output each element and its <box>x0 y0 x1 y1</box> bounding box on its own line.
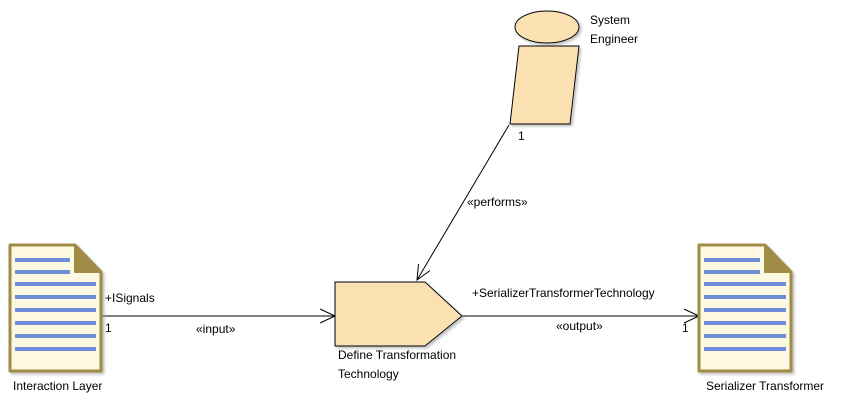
artifact-interaction-layer[interactable]: +ISignals 1 Interaction Layer <box>8 243 155 393</box>
input-label: «input» <box>196 322 236 336</box>
serializer-transformer-name: Serializer Transformer <box>706 379 824 393</box>
actor-name-line1: System <box>590 13 630 27</box>
performs-arrowhead <box>416 263 431 282</box>
task-name-line2: Technology <box>338 367 399 381</box>
task-shape <box>334 281 463 347</box>
artifact-serializer-transformer[interactable]: +SerializerTransformerTechnology 1 Seria… <box>472 243 824 393</box>
document-lines <box>15 258 96 351</box>
actor-head <box>514 10 580 44</box>
performs-label: «performs» <box>467 195 528 209</box>
task-define-transformation-technology[interactable]: Define Transformation Technology <box>334 281 463 381</box>
actor-name-line2: Engineer <box>590 32 638 46</box>
interaction-layer-name: Interaction Layer <box>13 379 102 393</box>
input-connector[interactable] <box>101 308 337 324</box>
interaction-layer-role: +ISignals <box>105 291 155 305</box>
document-lines <box>704 258 786 351</box>
serializer-transformer-role: +SerializerTransformerTechnology <box>472 286 655 300</box>
actor-body <box>509 45 580 125</box>
interaction-layer-multiplicity: 1 <box>105 321 112 335</box>
performs-connector[interactable] <box>416 124 510 282</box>
actor-multiplicity: 1 <box>518 129 525 143</box>
serializer-transformer-multiplicity: 1 <box>682 321 689 335</box>
task-name-line1: Define Transformation <box>338 348 456 362</box>
output-label: «output» <box>556 319 603 333</box>
actor-system-engineer[interactable]: System Engineer 1 <box>509 10 638 143</box>
